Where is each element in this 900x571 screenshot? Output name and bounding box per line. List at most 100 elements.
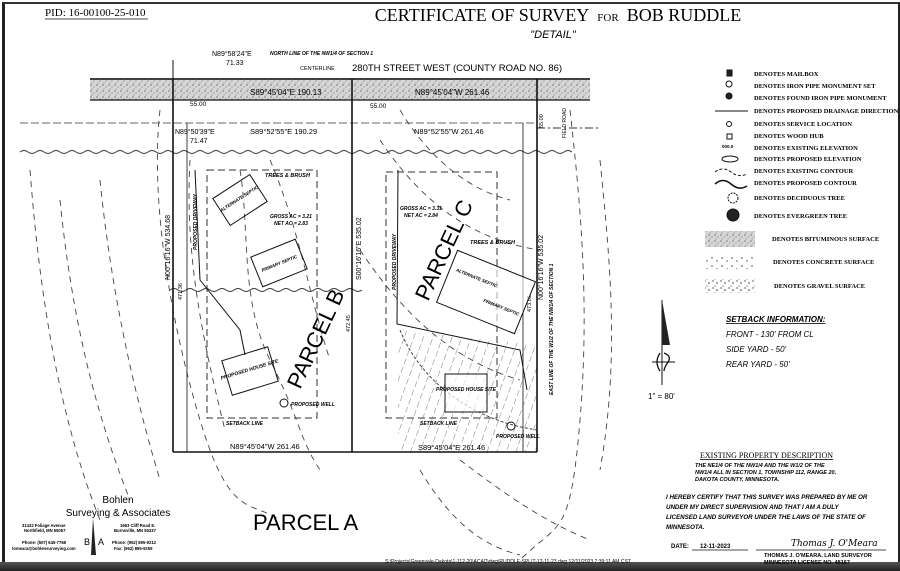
description-line: THE NE1/4 OF THE NW1/4 AND THE W1/2 OF T… — [695, 463, 825, 469]
pid-label: PID: 16-00100-25-010 — [45, 7, 146, 19]
c-east-bearing: N00°16'16"W 535.02 — [537, 235, 545, 300]
bituminous-surface-icon — [705, 231, 755, 247]
existing-contours — [29, 109, 612, 561]
email: tomeara@bohlensurveying.com — [12, 546, 76, 551]
proposed-contour-icon — [714, 179, 748, 189]
nw-distance: 71.33 — [226, 60, 244, 67]
address-1-line-1: 31432 Foliage Avenue — [22, 523, 66, 528]
b-west-inner: 471.36 — [178, 283, 184, 300]
svg-text:PRIMARY SEPTIC: PRIMARY SEPTIC — [261, 254, 299, 273]
company-contact: 31432 Foliage Avenue Northfield, MN 5505… — [12, 523, 157, 551]
legend-proposed-contour: DENOTES PROPOSED CONTOUR — [754, 180, 857, 187]
title-main: CERTIFICATE OF SURVEY — [375, 5, 590, 25]
c-driveway-label: PROPOSED DRIVEWAY — [392, 233, 398, 290]
b-house-site: PROPOSED HOUSE SITE — [220, 346, 280, 396]
legend-mailbox: DENOTES MAILBOX — [754, 71, 819, 78]
c-well-icon — [506, 421, 516, 431]
c-west-bearing: S00°16'16"E 535.02 — [355, 217, 363, 280]
certification-line: MINNESOTA. — [666, 524, 705, 531]
iron-pipe-set-icon — [725, 80, 733, 88]
b-bottom-bearing: N89°45'04"W 261.46 — [230, 442, 300, 451]
phone-2: Phone: (952) 895-9212 — [112, 540, 157, 545]
c-net-ac: NET AC = 2.84 — [404, 213, 438, 219]
c-setback-label: SETBACK LINE — [420, 421, 458, 427]
c-trees-label: TREES & BRUSH — [470, 240, 516, 246]
setback-title: SETBACK INFORMATION: — [726, 315, 826, 324]
evergreen-tree-icon — [726, 208, 740, 222]
scan-edge — [0, 562, 900, 571]
c-house-label: PROPOSED HOUSE SITE — [436, 387, 497, 393]
legend-icons — [705, 69, 755, 293]
street-name: 280TH STREET WEST (COUNTY ROAD NO. 86) — [352, 63, 562, 74]
b-well-label: PROPOSED WELL — [291, 402, 335, 408]
legend-iron-pipe-found: DENOTES FOUND IRON PIPE MONUMENT — [754, 95, 887, 102]
scale-label: 1" = 80' — [648, 392, 675, 401]
parcel-a-label: PARCEL A — [253, 510, 358, 535]
phone-1: Phone: (507) 645-7768 — [22, 540, 67, 545]
setback-rear: REAR YARD - 50' — [726, 360, 790, 369]
c-east-line-label: EAST LINE OF THE W1/2 OF THE NW1/4 OF SE… — [549, 263, 555, 395]
company-name-1: Bohlen — [102, 495, 133, 506]
centerline-label: CENTERLINE — [300, 66, 335, 72]
address-1-line-2: Northfield, MN 55057 — [24, 528, 66, 533]
surveyor-signature: Thomas J. O'Meara — [791, 539, 878, 549]
b-alternate-septic: ALTERNATE SEPTIC — [212, 173, 268, 227]
svg-text:PROPOSED HOUSE SITE: PROPOSED HOUSE SITE — [220, 358, 280, 381]
legend-concrete: DENOTES CONCRETE SURFACE — [773, 259, 874, 266]
tree-line-south — [169, 288, 363, 292]
proposed-elevation-icon — [721, 155, 739, 163]
existing-elevation-sample: 000.0 — [722, 144, 734, 149]
b-driveway — [194, 169, 246, 356]
offset-c: 55.00 — [370, 103, 387, 110]
mailbox-icon — [726, 69, 733, 77]
b-trees-label: TREES & BRUSH — [265, 173, 311, 179]
b-driveway-label: PROPOSED DRIVEWAY — [193, 193, 199, 250]
deciduous-tree-icon — [727, 192, 739, 204]
subtitle: "DETAIL" — [530, 29, 577, 41]
existing-contour-icon — [714, 168, 748, 177]
surveyor-name: THOMAS J. O'MEARA, LAND SURVEYOR — [764, 553, 872, 559]
b-inner-distance: 71.47 — [190, 138, 208, 145]
nw-bearing: N89°58'24"E — [212, 50, 252, 58]
setback-info: SETBACK INFORMATION: FRONT - 130' FROM C… — [726, 315, 826, 369]
certification-line: I HEREBY CERTIFY THAT THIS SURVEY WAS PR… — [666, 494, 868, 501]
description-line: DAKOTA COUNTY, MINNESOTA. — [695, 477, 780, 483]
c-driveway — [396, 169, 528, 391]
service-location-icon — [726, 121, 732, 127]
b-west-bearing: N00°16'16"W 534.68 — [164, 215, 172, 280]
certification-line: LICENSED LAND SURVEYOR UNDER THE LAWS OF… — [666, 514, 866, 521]
right-offset: 55.00 — [539, 114, 545, 128]
svg-text:ALTERNATE SEPTIC: ALTERNATE SEPTIC — [218, 184, 259, 213]
legend-proposed-elevation: DENOTES PROPOSED ELEVATION — [754, 156, 862, 163]
legend-drainage: DENOTES PROPOSED DRAINAGE DIRECTION — [754, 108, 899, 115]
legend-iron-pipe-set: DENOTES IRON PIPE MONUMENT SET — [754, 83, 876, 90]
svg-text:B: B — [84, 537, 90, 547]
legend-gravel: DENOTES GRAVEL SURFACE — [774, 283, 865, 290]
legend-evergreen: DENOTES EVERGREEN TREE — [754, 213, 847, 220]
date-value: 12-11-2023 — [700, 544, 731, 550]
iron-pipe-found-icon — [725, 92, 733, 100]
concrete-surface-icon — [705, 255, 755, 269]
setback-side: SIDE YARD - 50' — [726, 345, 787, 354]
description-title: EXISTING PROPERTY DESCRIPTION — [700, 451, 833, 460]
parcel-b-label: PARCEL B — [282, 285, 350, 392]
title-for: FOR — [597, 12, 619, 24]
b-well-icon — [279, 398, 289, 408]
b-east-inner: 472.45 — [346, 315, 352, 332]
legend-deciduous: DENOTES DECIDUOUS TREE — [754, 195, 845, 202]
file-path: S:\Projects\Greenvale-Dakota\1-112-20\AC… — [385, 559, 631, 565]
c-well-label: PROPOSED WELL — [496, 434, 540, 440]
legend-service: DENOTES SERVICE LOCATION — [754, 121, 852, 128]
tree-line — [19, 150, 573, 154]
bearing-b-top: S89°45'04"E 190.13 — [250, 88, 322, 97]
b-setback-label: SETBACK LINE — [226, 421, 264, 427]
address-2-line-1: 1693 Cliff Road E. — [120, 523, 155, 528]
certification-line: UNDER MY DIRECT SUPERVISION AND THAT I A… — [666, 504, 840, 511]
surveyor-license: MINNESOTA LICENSE NO. 48167 — [764, 560, 850, 566]
parcel-boundaries — [172, 60, 538, 453]
